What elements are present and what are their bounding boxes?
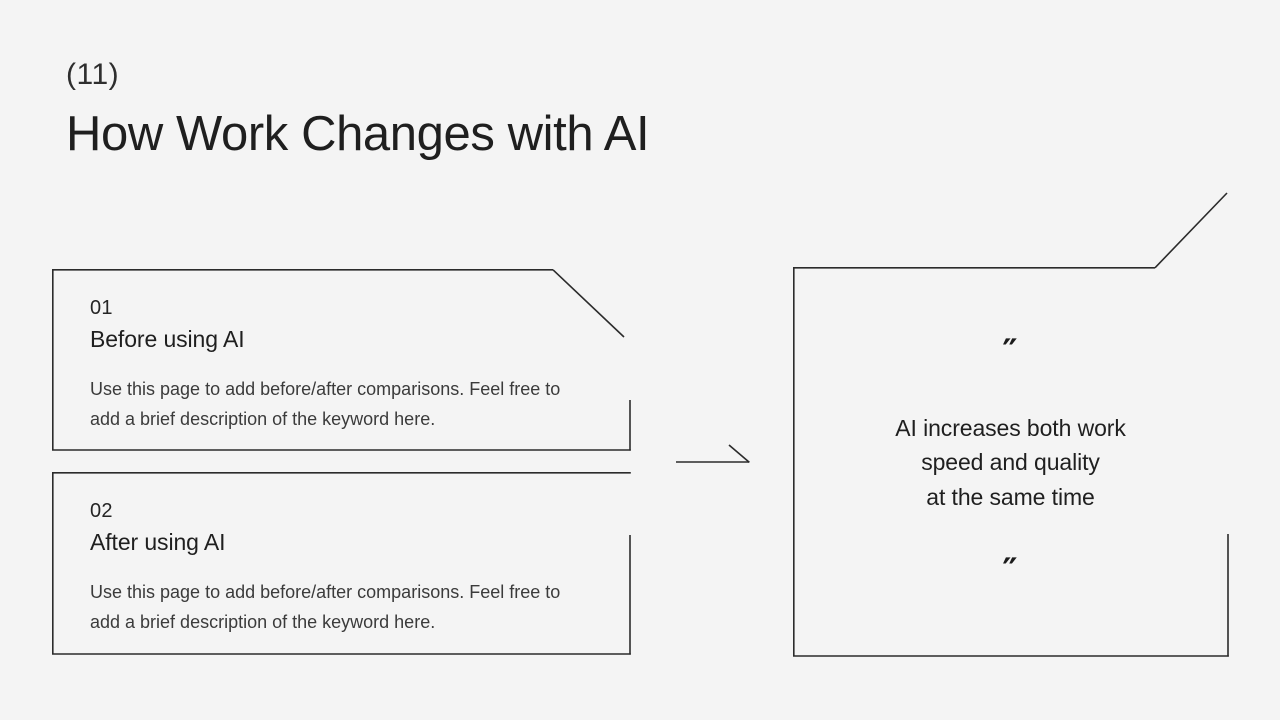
card-index-02: 02: [90, 500, 113, 522]
slide-header: (11) How Work Changes with AI: [66, 58, 866, 165]
quote-text: AI increases both work speed and quality…: [895, 411, 1126, 515]
page-title: How Work Changes with AI: [66, 107, 650, 161]
card-heading-02: After using AI: [90, 529, 226, 555]
card-heading-01: Before using AI: [90, 326, 245, 352]
slide-number: (11): [66, 58, 120, 91]
card-before-using-ai[interactable]: 01 Before using AI Use this page to add …: [52, 269, 630, 451]
card-after-using-ai[interactable]: 02 After using AI Use this page to add b…: [52, 472, 630, 654]
card-body-01: Use this page to add before/after compar…: [90, 379, 561, 429]
card-body-02: Use this page to add before/after compar…: [90, 582, 561, 632]
card-index-01: 01: [90, 297, 113, 319]
quote-line-3: at the same time: [926, 483, 1095, 510]
quote-line-1: AI increases both work: [895, 414, 1126, 441]
quote-close-mark-icon: ″: [1002, 551, 1019, 592]
arrow-head-barb: [728, 444, 750, 464]
arrow-right-icon: [676, 444, 750, 464]
quote-panel[interactable]: ″ AI increases both work speed and quali…: [793, 267, 1228, 656]
quote-diagonal-tail: [1154, 192, 1228, 269]
quote-open-mark-icon: ″: [1002, 331, 1019, 372]
quote-line-2: speed and quality: [921, 449, 1100, 476]
